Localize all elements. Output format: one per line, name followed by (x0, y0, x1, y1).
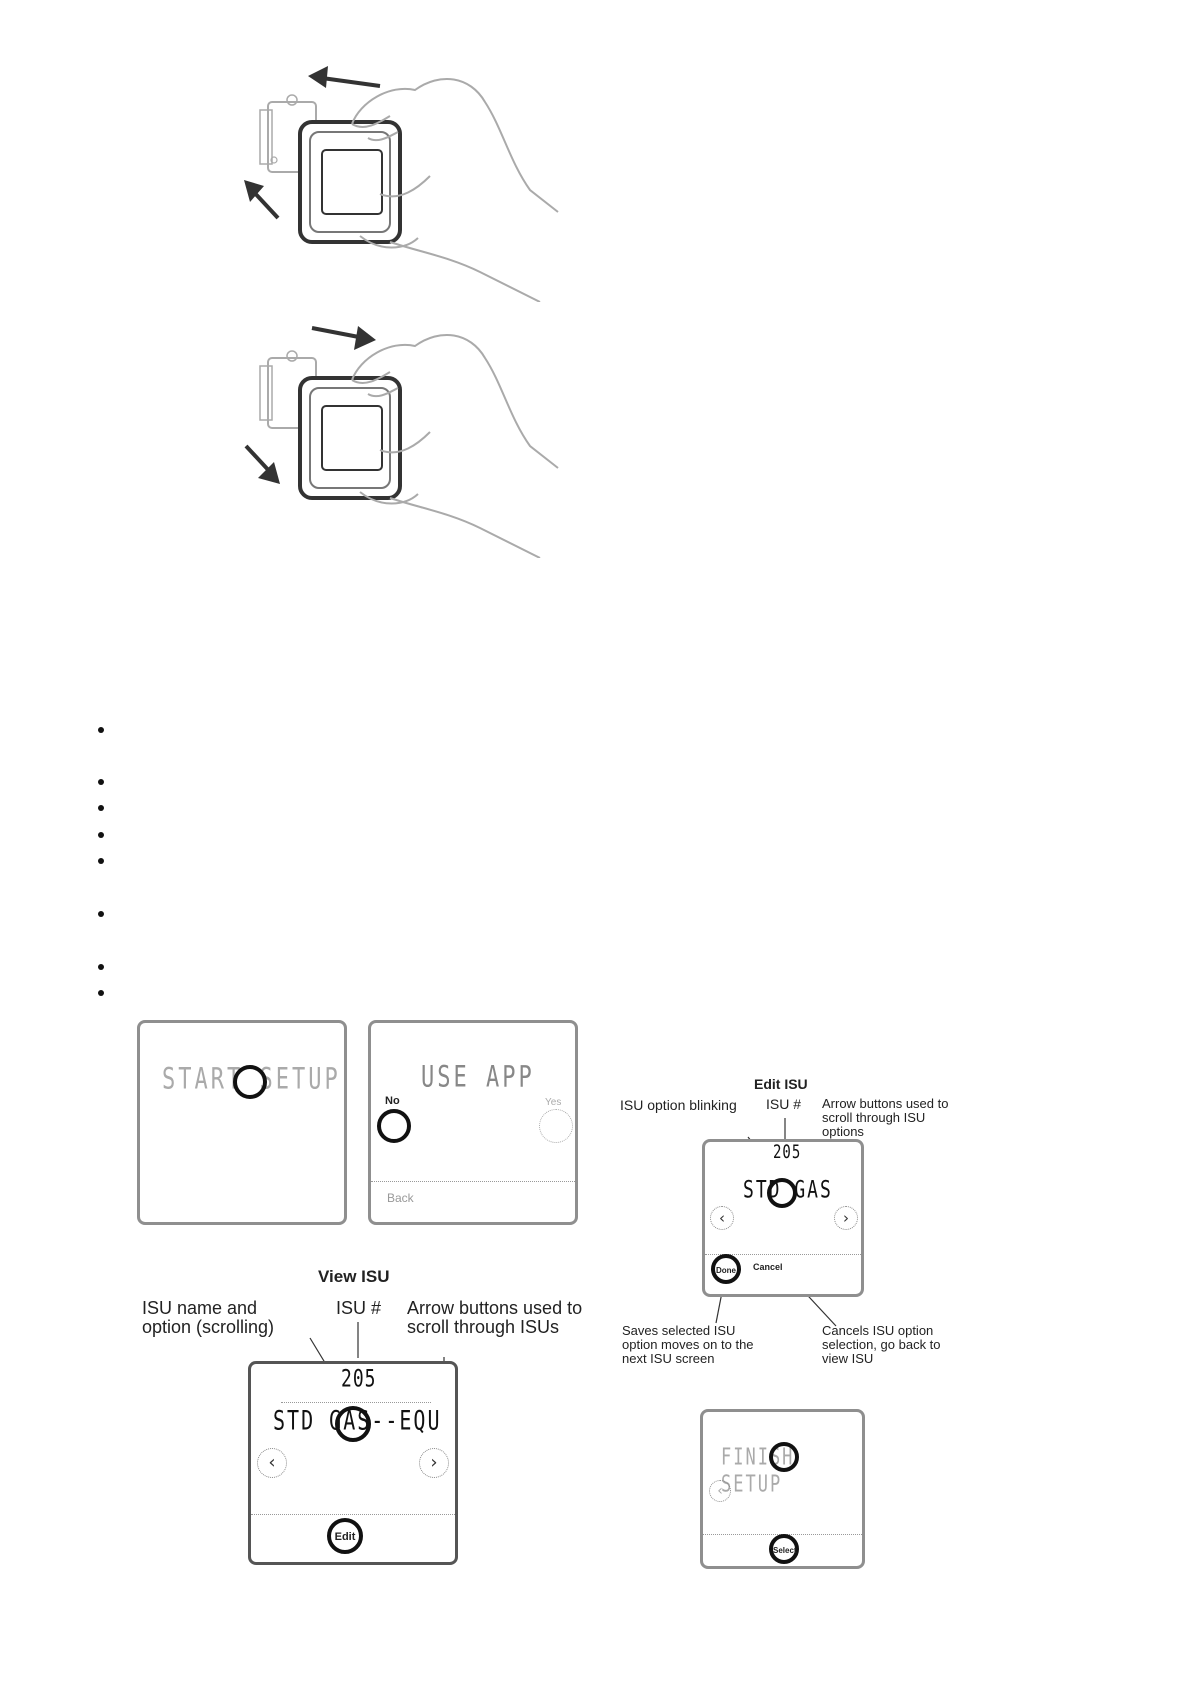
list-bullet (98, 911, 104, 917)
yes-button[interactable] (539, 1109, 573, 1143)
tap-indicator (335, 1406, 371, 1442)
list-bullet (98, 805, 104, 811)
thermostat-removal-illustration (244, 66, 559, 302)
isu-number: 205 (773, 1142, 802, 1164)
chevron-right-icon[interactable]: › (419, 1448, 449, 1478)
edit-button-label: Edit (334, 1531, 356, 1543)
tap-indicator (233, 1065, 267, 1099)
no-button[interactable] (377, 1109, 411, 1143)
done-button[interactable]: Done (711, 1254, 741, 1284)
edit-isu-saves-label: Saves selected ISU option moves on to th… (622, 1323, 754, 1366)
select-button[interactable]: Select (769, 1534, 799, 1564)
edit-isu-screen: 205 STD GAS ‹ › Done Cancel (702, 1139, 864, 1297)
finish-setup-screen: FINISH SETUP ‹ Select (700, 1409, 865, 1569)
edit-button[interactable]: Edit (327, 1518, 363, 1554)
divider (251, 1514, 455, 1515)
isu-number: 205 (341, 1365, 377, 1394)
thermostat-attach-illustration (244, 326, 559, 558)
start-setup-screen: START SETUP (137, 1020, 347, 1225)
list-bullet (98, 990, 104, 996)
list-bullet (98, 832, 104, 838)
select-button-label: Select (773, 1546, 797, 1555)
view-isu-screen: 205 STD GAS--EQU ‹ › Edit (248, 1361, 458, 1565)
list-bullet (98, 858, 104, 864)
use-app-screen: USE APP No Yes Back (368, 1020, 578, 1225)
divider (371, 1181, 575, 1182)
list-bullet (98, 964, 104, 970)
use-app-lcd: USE APP (421, 1061, 535, 1095)
cancel-button[interactable]: Cancel (753, 1262, 783, 1272)
done-button-label: Done (716, 1266, 736, 1275)
tap-indicator (769, 1442, 799, 1472)
list-bullet (98, 779, 104, 785)
lcd-guide-top (281, 1402, 431, 1403)
view-isu-number-label: ISU # (336, 1298, 382, 1318)
no-button-label[interactable]: No (385, 1095, 400, 1107)
edit-isu-cancels-label: Cancels ISU option selection, go back to… (822, 1323, 941, 1366)
view-isu-title: View ISU (318, 1267, 390, 1286)
chevron-left-icon[interactable]: ‹ (257, 1448, 287, 1478)
chevron-left-icon[interactable]: ‹ (709, 1480, 731, 1502)
view-isu-arrows-label: Arrow buttons used to scroll through ISU… (407, 1298, 583, 1337)
edit-isu-title: Edit ISU (754, 1076, 808, 1092)
chevron-right-icon[interactable]: › (834, 1206, 858, 1230)
yes-button-label[interactable]: Yes (545, 1097, 562, 1108)
edit-isu-arrows-label: Arrow buttons used to scroll through ISU… (822, 1096, 949, 1139)
edit-isu-blink-label: ISU option blinking (620, 1097, 737, 1113)
view-isu-name-label: ISU name and option (scrolling) (142, 1298, 275, 1337)
back-button[interactable]: Back (387, 1191, 414, 1205)
tap-indicator (767, 1178, 797, 1208)
divider (705, 1254, 861, 1255)
edit-isu-number-label: ISU # (766, 1096, 802, 1112)
chevron-left-icon[interactable]: ‹ (710, 1206, 734, 1230)
list-bullet (98, 727, 104, 733)
